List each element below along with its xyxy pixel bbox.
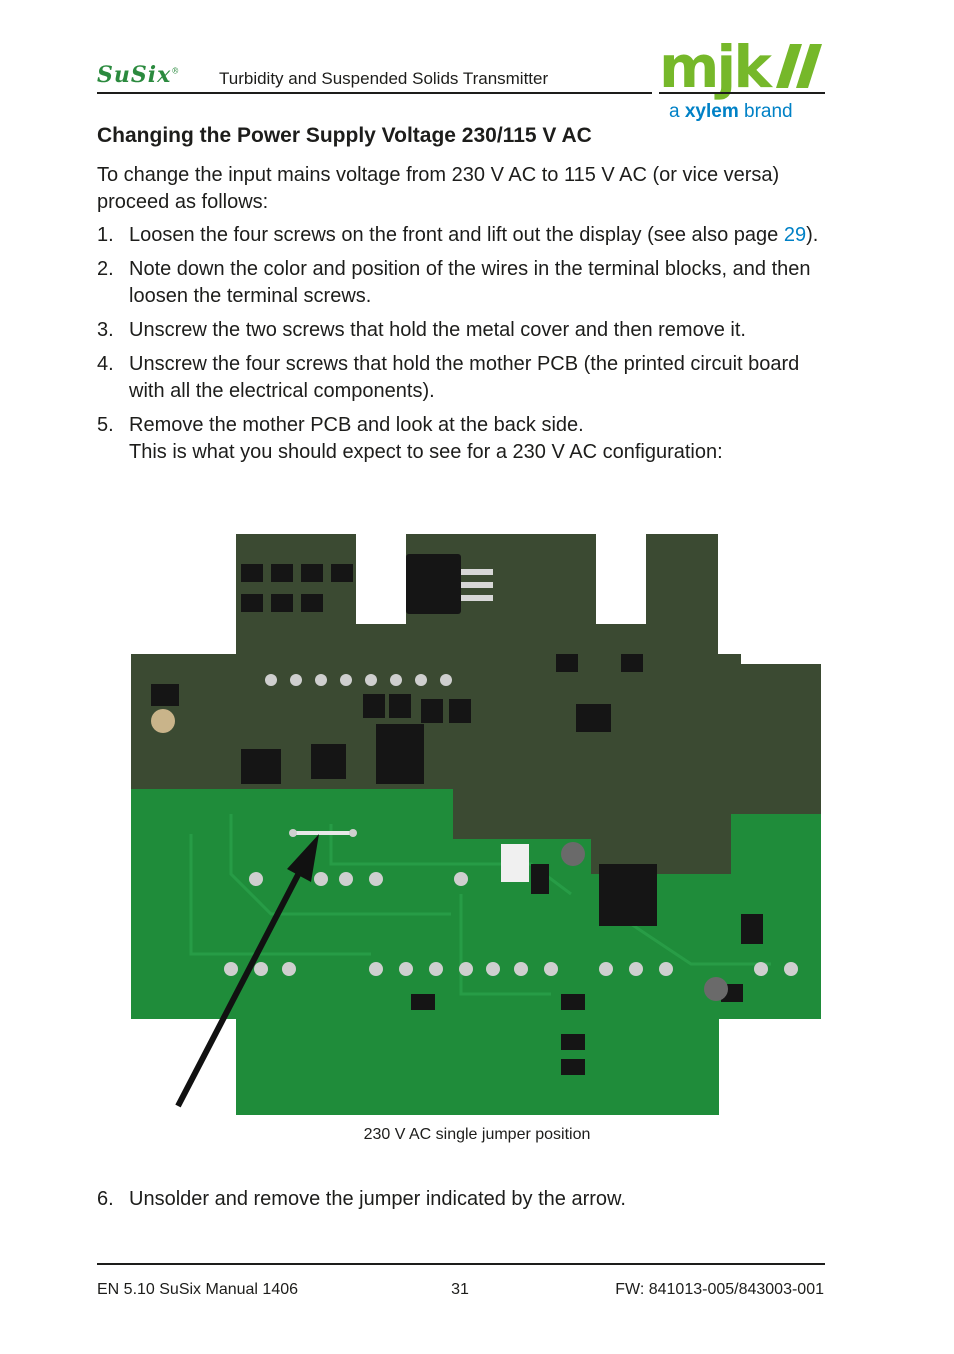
- figure-caption: 230 V AC single jumper position: [363, 1126, 591, 1143]
- page-link[interactable]: 29: [783, 224, 807, 246]
- list-item: 1.Loosen the four screws on the front an…: [97, 224, 819, 246]
- logo-divider: [659, 92, 825, 94]
- section-title: Changing the Power Supply Voltage 230/11…: [97, 124, 592, 147]
- list-item: 4.Unscrew the four screws that hold the …: [97, 353, 800, 402]
- mjk-logo: mjk: [659, 33, 772, 101]
- page-number: 31: [451, 1281, 469, 1298]
- xylem-tagline: a xylem brand: [669, 101, 793, 122]
- brand-name: SuSix: [97, 62, 172, 88]
- header-divider: [97, 92, 652, 94]
- list-item: 2.Note down the color and position of th…: [97, 258, 811, 307]
- footer-firmware: FW: 841013-005/843003-001: [615, 1281, 824, 1298]
- brand-registered-mark: ®: [171, 66, 181, 76]
- list-item: 5.Remove the mother PCB and look at the …: [97, 414, 723, 463]
- footer-divider: [97, 1263, 825, 1265]
- jumper-arrow-icon: [175, 834, 319, 1108]
- intro-paragraph: To change the input mains voltage from 2…: [97, 164, 780, 213]
- header-title: Turbidity and Suspended Solids Transmitt…: [219, 69, 549, 88]
- brand-logo: SuSix®: [97, 62, 180, 88]
- list-item: 3.Unscrew the two screws that hold the m…: [97, 319, 746, 341]
- steps-list: 1.Loosen the four screws on the front an…: [97, 222, 827, 473]
- footer-document-id: EN 5.10 SuSix Manual 1406: [97, 1281, 299, 1298]
- mjk-slashes-icon: [776, 44, 822, 88]
- list-item: 6.Unsolder and remove the jumper indicat…: [97, 1188, 626, 1210]
- pcb-photo: [131, 534, 821, 1115]
